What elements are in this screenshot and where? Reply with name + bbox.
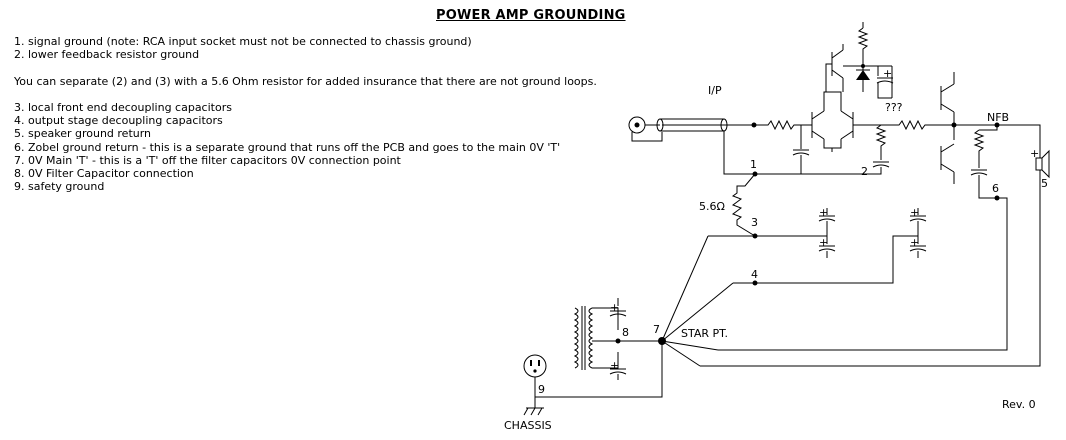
- node-label: 8: [622, 326, 629, 339]
- star-point-wiring: [658, 175, 1041, 367]
- feedback-label: NFB: [987, 111, 1009, 124]
- note-line: 4. output stage decoupling capacitors: [14, 114, 223, 128]
- note-line: 7. 0V Main 'T' - this is a 'T' off the f…: [14, 153, 401, 167]
- node-label: 7: [653, 323, 660, 336]
- chassis-ground-symbol: [523, 402, 544, 416]
- svg-text:+: +: [1030, 147, 1039, 160]
- svg-text:+: +: [910, 236, 919, 249]
- page-title: POWER AMP GROUNDING: [436, 8, 626, 23]
- note-line: 3. local front end decoupling capacitors: [14, 100, 232, 114]
- output-transistors: [940, 72, 955, 184]
- unknown-label: ???: [885, 101, 903, 114]
- node-label: 6: [992, 182, 999, 195]
- chassis-label: CHASSIS: [504, 419, 552, 432]
- input-transistor-pair: [811, 91, 881, 152]
- svg-text:+: +: [819, 206, 828, 219]
- note-line: 9. safety ground: [14, 180, 105, 194]
- node-label: 4: [751, 268, 758, 281]
- input-label: I/P: [708, 84, 722, 97]
- node-label: 2: [861, 165, 868, 178]
- svg-text:+: +: [610, 301, 619, 314]
- node-label: 9: [538, 383, 545, 396]
- node-label: 5: [1041, 177, 1048, 190]
- svg-text:+: +: [819, 236, 828, 249]
- svg-text:+: +: [610, 359, 619, 372]
- note-line: 1. signal ground (note: RCA input socket…: [14, 35, 472, 48]
- transformer: + +: [573, 298, 662, 380]
- notes-list: 1. signal ground (note: RCA input socket…: [14, 35, 597, 193]
- speaker: +: [997, 124, 1050, 179]
- note-line: 2. lower feedback resistor ground: [14, 48, 200, 62]
- note-line: You can separate (2) and (3) with a 5.6 …: [14, 74, 597, 88]
- node-label: 1: [750, 158, 757, 171]
- note-line: 6. Zobel ground return - this is a separ…: [14, 140, 561, 154]
- note-line: 8. 0V Filter Capacitor connection: [14, 166, 194, 180]
- revision-label: Rev. 0: [1002, 398, 1036, 411]
- node-label: 3: [751, 216, 758, 229]
- note-line: 5. speaker ground return: [14, 127, 152, 141]
- svg-text:+: +: [910, 206, 919, 219]
- mains-socket: [523, 354, 547, 402]
- rca-input-socket: [628, 116, 663, 142]
- svg-text:+: +: [883, 67, 892, 80]
- vas-stage: + ???: [825, 22, 903, 114]
- shielded-input-cable: [656, 118, 754, 132]
- star-label: STAR PT.: [681, 327, 728, 340]
- resistor-label: 5.6Ω: [699, 200, 725, 213]
